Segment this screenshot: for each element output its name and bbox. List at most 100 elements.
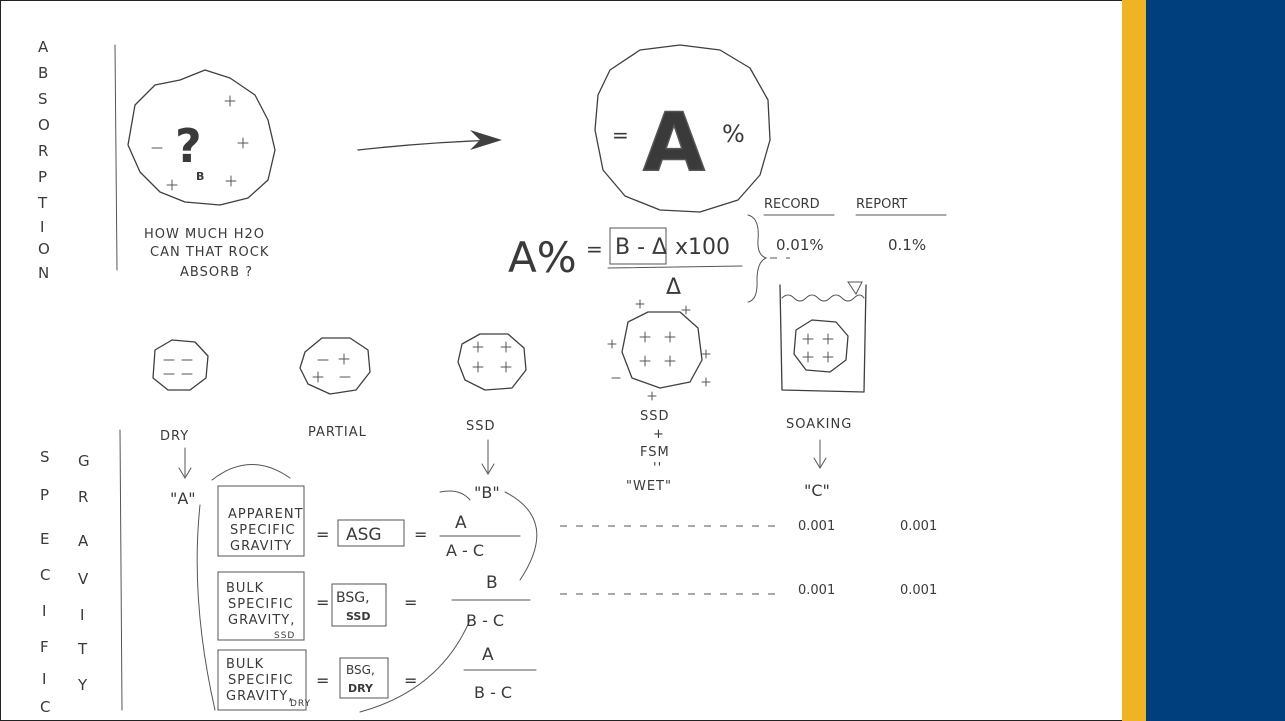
record-header: RECORD — [764, 197, 820, 212]
report-value: 0.1% — [888, 236, 926, 254]
question-line: CAN THAT ROCK — [150, 245, 269, 260]
letter: T — [77, 640, 88, 658]
name-line: BULK — [226, 657, 264, 672]
letter: F — [40, 638, 50, 656]
bsg-dry-symbol-bottom: DRY — [348, 682, 374, 695]
bsg-ssd-report-value: 0.001 — [900, 583, 937, 598]
state-label-partial: PARTIAL — [308, 425, 367, 440]
bsg-ssd-record-value: 0.001 — [798, 583, 835, 598]
bsg-ssd-symbol-box — [331, 583, 387, 627]
state-soaking-container — [779, 281, 867, 393]
letter: S — [38, 90, 49, 108]
state-label-wet-line: '' — [653, 461, 662, 476]
equals-sign: = — [414, 525, 427, 544]
letter: E — [40, 530, 50, 548]
bracket-curve — [196, 504, 216, 711]
letter: I — [80, 606, 85, 624]
asg-denominator: A - C — [446, 541, 484, 560]
bsg-ssd-numerator: B — [486, 573, 498, 593]
state-label-dry: DRY — [160, 429, 189, 444]
equals-sign: = — [316, 525, 329, 544]
letter: P — [40, 486, 50, 504]
state-label-wet-line: SSD — [640, 409, 670, 424]
asg-symbol: ASG — [346, 525, 382, 545]
name-line: SSD — [274, 631, 295, 641]
bsg-ssd-symbol-top: BSG, — [336, 590, 370, 606]
bsg-dry-symbol-top: BSG, — [346, 663, 375, 677]
letter: O — [38, 240, 51, 258]
formula-numerator-box — [609, 227, 667, 265]
formula-lhs: A% — [508, 233, 577, 282]
letter: A — [38, 38, 49, 56]
equals-sign: = — [404, 671, 417, 690]
letter: N — [38, 264, 50, 282]
equals-sign: = — [404, 593, 417, 612]
equals-sign: = — [316, 671, 329, 690]
name-line: SPECIFIC — [228, 673, 294, 688]
asg-report-value: 0.001 — [900, 519, 937, 534]
state-label-wet-line: FSM — [640, 445, 670, 460]
question-line: HOW MUCH H2O — [144, 227, 265, 242]
question-mark-icon: ? — [175, 119, 202, 173]
name-line: GRAVITY — [230, 539, 292, 554]
letter: S — [40, 448, 51, 466]
bulk-dry-name: BULK SPECIFIC GRAVITY, DRY — [226, 657, 310, 709]
letter: O — [38, 116, 51, 134]
name-line: GRAVITY, — [226, 689, 293, 704]
report-header: REPORT — [856, 197, 907, 212]
bulk-ssd-name-box — [217, 571, 305, 641]
letter: R — [38, 142, 49, 160]
letter: R — [78, 488, 89, 506]
letter: T — [37, 194, 48, 212]
rock-plus-marks — [151, 95, 249, 191]
letter: I — [42, 602, 47, 620]
formula-multiplier: x100 — [675, 235, 730, 260]
equals-sign: = — [316, 593, 329, 612]
arrow-down-icon — [481, 439, 495, 475]
sketch-drawing: A B S O R P T I O N ? B HOW MUCH H2O CAN… — [37, 38, 947, 716]
result-rock-outline — [594, 44, 771, 213]
state-label-ssd: SSD — [466, 419, 496, 434]
gravity-vertical-label: G R A V I T Y — [77, 452, 90, 694]
letter: I — [42, 670, 47, 688]
asg-numerator: A — [455, 513, 467, 533]
absorption-question: HOW MUCH H2O CAN THAT ROCK ABSORB ? — [144, 227, 269, 280]
arrow-down-icon — [178, 447, 192, 479]
bsg-dry-denominator: B - C — [474, 683, 512, 702]
mass-label-ssd: "B" — [474, 483, 500, 502]
letter: V — [78, 570, 89, 588]
curved-arrow-icon — [504, 491, 538, 581]
curved-arrow-icon — [439, 490, 471, 501]
bsg-ssd-denominator: B - C — [466, 611, 504, 630]
bulk-dry-name-box — [217, 649, 307, 711]
formula-numerator: B - Δ — [615, 235, 667, 260]
bsg-ssd-symbol-bottom: SSD — [346, 610, 370, 623]
apparent-name-box — [217, 485, 305, 557]
name-line: APPARENT — [228, 507, 304, 522]
mass-label-soaking: "C" — [804, 481, 830, 500]
letter: A — [78, 532, 89, 550]
state-ssd-rock — [457, 333, 527, 391]
formula-denominator: Δ — [666, 275, 681, 300]
result-letter-a: A — [643, 96, 705, 189]
unknown-rock-outline — [127, 69, 276, 206]
state-dry-rock — [152, 339, 209, 391]
letter: B — [38, 64, 49, 82]
arrow-head-icon — [470, 130, 502, 150]
state-label-wet-line: "WET" — [626, 479, 672, 494]
bulk-ssd-name: BULK SPECIFIC GRAVITY, SSD — [226, 581, 295, 641]
name-line: BULK — [226, 581, 264, 596]
curved-arrow-icon — [211, 464, 291, 481]
letter: P — [38, 168, 48, 186]
state-labels: DRY PARTIAL SSD SSD + FSM '' "WET" SOAKI… — [160, 409, 851, 494]
absorption-vertical-label: A B S O R P T I O N — [37, 38, 51, 282]
result-equals: = — [612, 123, 629, 147]
bsg-dry-numerator: A — [482, 645, 494, 665]
letter: C — [40, 566, 51, 584]
bracket-brace — [747, 214, 768, 303]
state-partial-rock — [299, 337, 371, 395]
specific-vertical-label: S P E C I F I C — [40, 448, 51, 716]
result-percent: % — [722, 120, 745, 148]
record-value: 0.01% — [776, 236, 824, 254]
rock-small-mark: B — [196, 170, 204, 183]
